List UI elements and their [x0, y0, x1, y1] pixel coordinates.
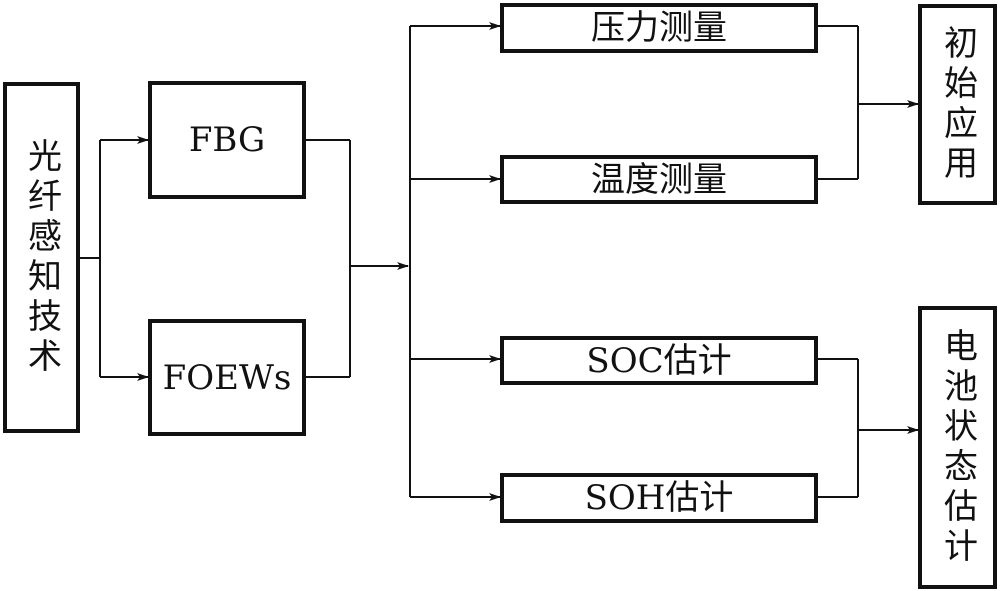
root-node-label: 光纤感知技术: [21, 137, 62, 378]
state-est-node-box: 电池状态估计: [918, 306, 997, 589]
temperature-node-label: 温度测量: [591, 159, 727, 200]
pressure-node-label: 压力测量: [591, 8, 727, 48]
state-est-node-label: 电池状态估计: [937, 327, 978, 568]
soc-node-box: SOC估计: [500, 336, 818, 385]
foews-node-label: FOEWs: [162, 357, 292, 398]
root-node-box: 光纤感知技术: [3, 82, 80, 433]
temperature-node-box: 温度测量: [500, 155, 818, 204]
soh-node-label: SOH估计: [584, 478, 734, 518]
foews-node-box: FOEWs: [148, 319, 306, 436]
pressure-node-box: 压力测量: [500, 3, 818, 53]
fbg-node-box: FBG: [148, 81, 306, 199]
soh-node-box: SOH估计: [500, 473, 818, 523]
initial-app-node-label: 初始应用: [937, 24, 978, 185]
soc-node-label: SOC估计: [586, 340, 732, 381]
initial-app-node-box: 初始应用: [918, 4, 997, 205]
fbg-node-label: FBG: [188, 120, 266, 160]
